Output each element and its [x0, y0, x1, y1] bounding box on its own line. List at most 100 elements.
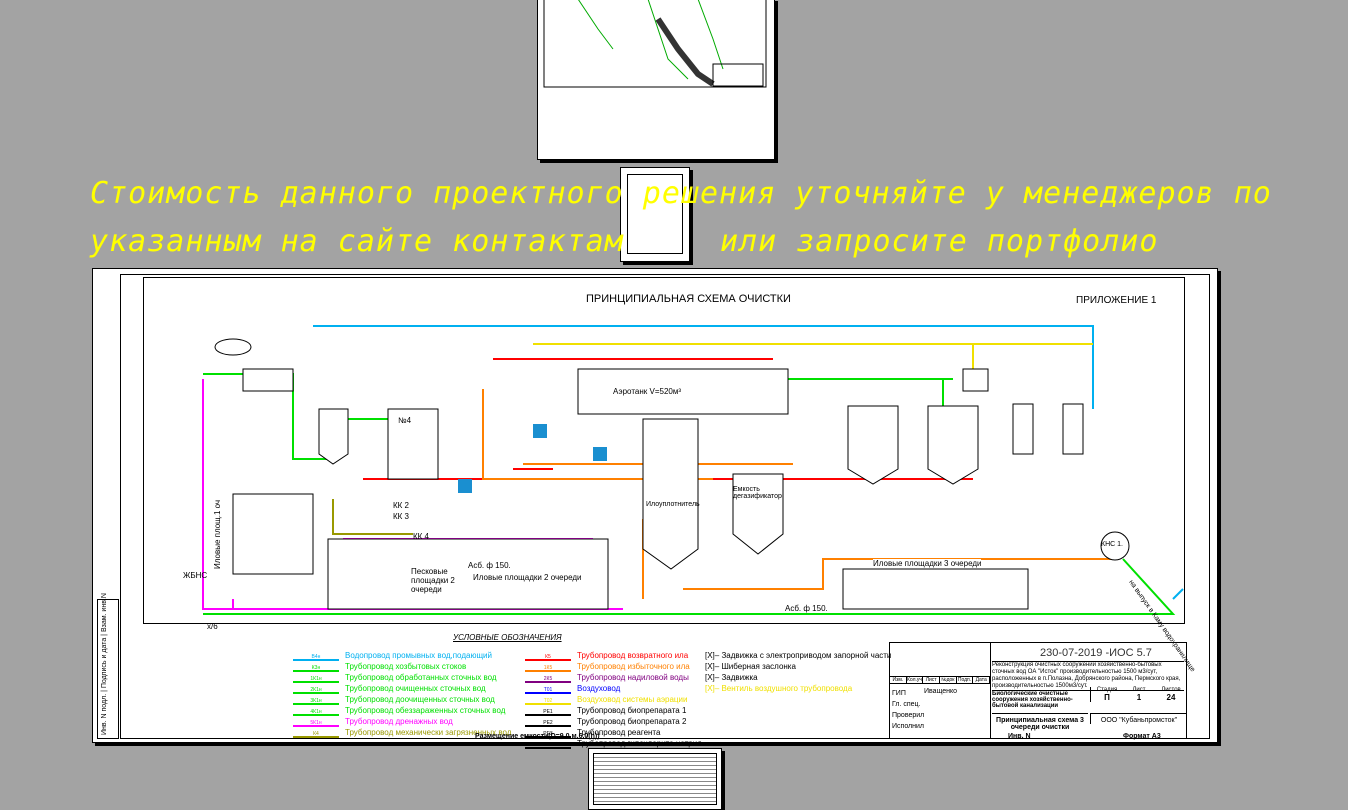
promo-line-2a: указанным на сайте контактам [90, 224, 624, 259]
label-kns: КНС 1. [1101, 541, 1123, 548]
legend-text: Воздуховод системы аэрации [577, 695, 688, 704]
legend-item: 4К1н Трубопровод обеззараженных сточных в… [293, 706, 505, 716]
legend-text: Воздуховод [577, 684, 621, 693]
sheets-value: 24 [1166, 693, 1176, 702]
legend-item: РЕ4 Трубопровод гипохлорита натрия [525, 739, 702, 749]
settler-tank [642, 418, 699, 570]
label-aerotank: Аэротанк V=520м³ [613, 387, 681, 396]
legend-text: Трубопровод гипохлорита натрия [577, 739, 702, 748]
legend-line-code: В4н [293, 655, 339, 661]
label-asb2: Асб. ф 150. [785, 604, 828, 613]
sheet-name: Принципиальная схема 3 очереди очистки [992, 713, 1088, 731]
legend-item: [X]– Вентиль воздушного трубопровода [705, 684, 852, 693]
label-sludge1: Иловые площ.1 оч [213, 499, 222, 569]
legend-item: [X]– Задвижка с электроприводом запорной… [705, 651, 891, 660]
legend-line-code: Т01 [525, 688, 571, 694]
section-name: Биологические очистные сооружения хозяйс… [992, 691, 1073, 709]
titleblock-role: ГИП [892, 690, 906, 697]
label-settler: Илоуплотнитель [646, 501, 700, 508]
side-inv: Инв. N подл. [101, 693, 108, 735]
titleblock-role: Гл. спец. [892, 701, 921, 708]
label-kk2: КК 2 [393, 501, 409, 510]
thumbnail-top-sheet[interactable] [537, 0, 775, 160]
legend-item: К5 Трубопровод возвратного ила [525, 651, 688, 661]
legend-line-code: К4 [293, 732, 339, 738]
sheets-header: Листов [1161, 687, 1181, 693]
legend-line-code: 1К1н [293, 677, 339, 683]
appendix-label: ПРИЛОЖЕНИЕ 1 [1076, 295, 1157, 306]
side-stamp: Инв. N подл. | Подпись и дата | Взам. ин… [97, 593, 119, 739]
legend-text: Трубопровод реагента [577, 728, 661, 737]
stage-value: П [1104, 693, 1110, 702]
legend-text: Шиберная заслонка [721, 662, 796, 671]
company-name: ООО "Кубаньпромсток" [1090, 713, 1187, 724]
label-sand: Песковые площадки 2 очереди [411, 567, 455, 594]
legend-line-code: 5К1н [293, 721, 339, 727]
titleblock-role: Исполнил [892, 723, 925, 730]
legend-line-code: РЕ3 [525, 732, 571, 738]
label-sludge3: Иловые площадки 3 очереди [873, 559, 982, 568]
label-degas: Емкость дегазификатор [733, 486, 782, 500]
label-kk3: КК 3 [393, 512, 409, 521]
valve-icon: [X]– [705, 684, 722, 693]
legend-text: Трубопровод обеззараженных сточных вод [345, 706, 506, 715]
label-x6: х/6 [207, 622, 218, 631]
legend-line-code: К3н [293, 666, 339, 672]
legend-item: 3К1н Трубопровод доочищенных сточных вод [293, 695, 495, 705]
side-sign: Подпись и дата [101, 637, 108, 689]
legend-text: Трубопровод возвратного ила [577, 651, 689, 660]
legend-item: [X]– Шиберная заслонка [705, 662, 796, 671]
legend-item: [X]– Задвижка [705, 673, 758, 682]
drawing-sheet: Инв. N подл. | Подпись и дата | Взам. ин… [92, 268, 1218, 749]
valve-icon: [X]– [705, 662, 722, 671]
legend-text: Задвижка [721, 673, 758, 682]
legend-line-code: РЕ4 [525, 743, 571, 749]
legend-text: Трубопровод надиловой воды [577, 673, 689, 682]
scheme-title: ПРИНЦИПИАЛЬНАЯ СХЕМА ОЧИСТКИ [586, 293, 791, 305]
thumbnail-small-sheet[interactable] [620, 167, 690, 262]
project-name: Реконструкция очистных сооружений хозяйс… [992, 661, 1184, 691]
legend-text: Трубопровод избыточного ила [577, 662, 690, 671]
sheet-header: Лист [1132, 687, 1146, 693]
legend-item: РЕ3 Трубопровод реагента [525, 728, 660, 738]
doc-code: 230-07-2019 -ИОС 5.7 [1040, 647, 1152, 659]
promo-line-1: Стоимость данного проектного решения уто… [90, 176, 1272, 211]
legend-line-code: 3К1н [293, 699, 339, 705]
aerotank [577, 368, 789, 415]
legend-line-code: К5 [525, 655, 571, 661]
label-kk4: КК 4 [413, 532, 429, 541]
map-drawing-icon [543, 0, 767, 88]
legend-line-code: РЕ2 [525, 721, 571, 727]
legend-line-code: 4К1н [293, 710, 339, 716]
thumbnail-bottom-sheet[interactable] [588, 748, 722, 810]
legend-item: К3н Трубопровод хозбытовых стоков [293, 662, 466, 672]
valve-icon: [X]– [705, 651, 722, 660]
label-sludge2: Иловые площадки 2 очереди [473, 573, 582, 582]
legend-title: УСЛОВНЫЕ ОБОЗНАЧЕНИЯ [453, 633, 562, 642]
label-zhbns: ЖБНС [183, 571, 208, 580]
legend-text: Водопровод промывных вод,подающий [345, 651, 492, 660]
inv-label: Инв. N [1008, 733, 1031, 740]
legend-line-code: 2К1н [293, 688, 339, 694]
titleblock-header: Подп. [957, 677, 974, 683]
legend-text: Задвижка с электроприводом запорной част… [721, 651, 892, 660]
label-asb1: Асб. ф 150. [468, 561, 511, 570]
titleblock-header: Лист [923, 677, 941, 683]
legend-text: Вентиль воздушного трубопровода [721, 684, 853, 693]
titleblock-role: Проверил [892, 712, 925, 719]
legend-text: Трубопровод хозбытовых стоков [345, 662, 467, 671]
titleblock-header: №док [940, 677, 957, 683]
titleblock-header: Кол.уч [907, 677, 924, 683]
process-diagram [202, 325, 1184, 615]
legend-text: Трубопровод доочищенных сточных вод [345, 695, 495, 704]
legend-line-code: 1К5 [525, 666, 571, 672]
titleblock-header: Дата [973, 677, 991, 683]
